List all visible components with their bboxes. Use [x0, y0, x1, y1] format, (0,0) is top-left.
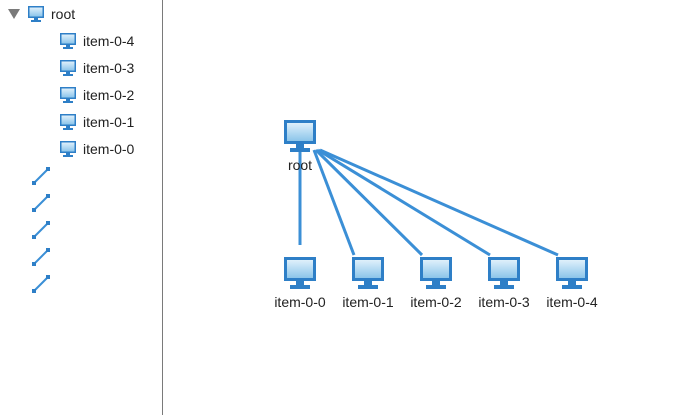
tree-item-label: item-0-2: [83, 87, 135, 103]
monitor-icon: [418, 255, 454, 291]
collapse-triangle-icon[interactable]: [7, 7, 21, 21]
monitor-icon: [59, 140, 77, 158]
tree-item-item-0-1[interactable]: item-0-1: [59, 111, 134, 133]
edge-icon[interactable]: [31, 193, 51, 213]
graph-canvas[interactable]: root item-0-0 item-0-1 item-0-2 item-0-3: [164, 0, 700, 415]
graph-edge-item-0-4[interactable]: [319, 148, 559, 257]
graph-node-root[interactable]: root: [282, 118, 318, 173]
tree-item-item-0-4[interactable]: item-0-4: [59, 30, 134, 52]
edge-icon[interactable]: [31, 220, 51, 240]
graph-node-label: item-0-4: [546, 294, 598, 310]
edge-icon[interactable]: [31, 247, 51, 267]
monitor-icon: [59, 86, 77, 104]
monitor-icon: [282, 118, 318, 154]
graph-node-label: item-0-2: [410, 294, 462, 310]
monitor-icon: [59, 32, 77, 50]
monitor-icon: [59, 113, 77, 131]
tree-item-label: item-0-3: [83, 60, 135, 76]
tree-item-label: root: [51, 6, 76, 22]
monitor-icon: [554, 255, 590, 291]
tree-item-item-0-3[interactable]: item-0-3: [59, 57, 134, 79]
graph-edge-item-0-2[interactable]: [314, 148, 424, 257]
edge-icon[interactable]: [31, 166, 51, 186]
tree-item-label: item-0-0: [83, 141, 135, 157]
monitor-icon: [486, 255, 522, 291]
monitor-icon: [350, 255, 386, 291]
graph-node-item-0-0[interactable]: item-0-0: [274, 255, 326, 310]
graph-edge-item-0-1[interactable]: [312, 149, 356, 256]
graph-node-item-0-2[interactable]: item-0-2: [410, 255, 462, 310]
monitor-icon: [282, 255, 318, 291]
tree-item-label: item-0-4: [83, 33, 135, 49]
tree-panel: root item-0-4 item-0-3 item-0-2 item-: [0, 0, 163, 415]
tree-item-label: item-0-1: [83, 114, 135, 130]
monitor-icon: [27, 5, 45, 23]
graph-node-item-0-4[interactable]: item-0-4: [546, 255, 598, 310]
graph-node-item-0-3[interactable]: item-0-3: [478, 255, 530, 310]
monitor-icon: [59, 59, 77, 77]
graph-node-label: root: [288, 157, 312, 173]
graph-edge-item-0-3[interactable]: [317, 148, 491, 257]
graph-node-label: item-0-0: [274, 294, 326, 310]
graph-node-label: item-0-3: [478, 294, 530, 310]
edge-icon[interactable]: [31, 274, 51, 294]
graph-svg: root item-0-0 item-0-1 item-0-2 item-0-3: [274, 118, 598, 310]
graph-node-label: item-0-1: [342, 294, 394, 310]
tree-item-root[interactable]: root: [7, 3, 75, 25]
tree-item-item-0-0[interactable]: item-0-0: [59, 138, 134, 160]
graph-node-item-0-1[interactable]: item-0-1: [342, 255, 394, 310]
tree-item-item-0-2[interactable]: item-0-2: [59, 84, 134, 106]
